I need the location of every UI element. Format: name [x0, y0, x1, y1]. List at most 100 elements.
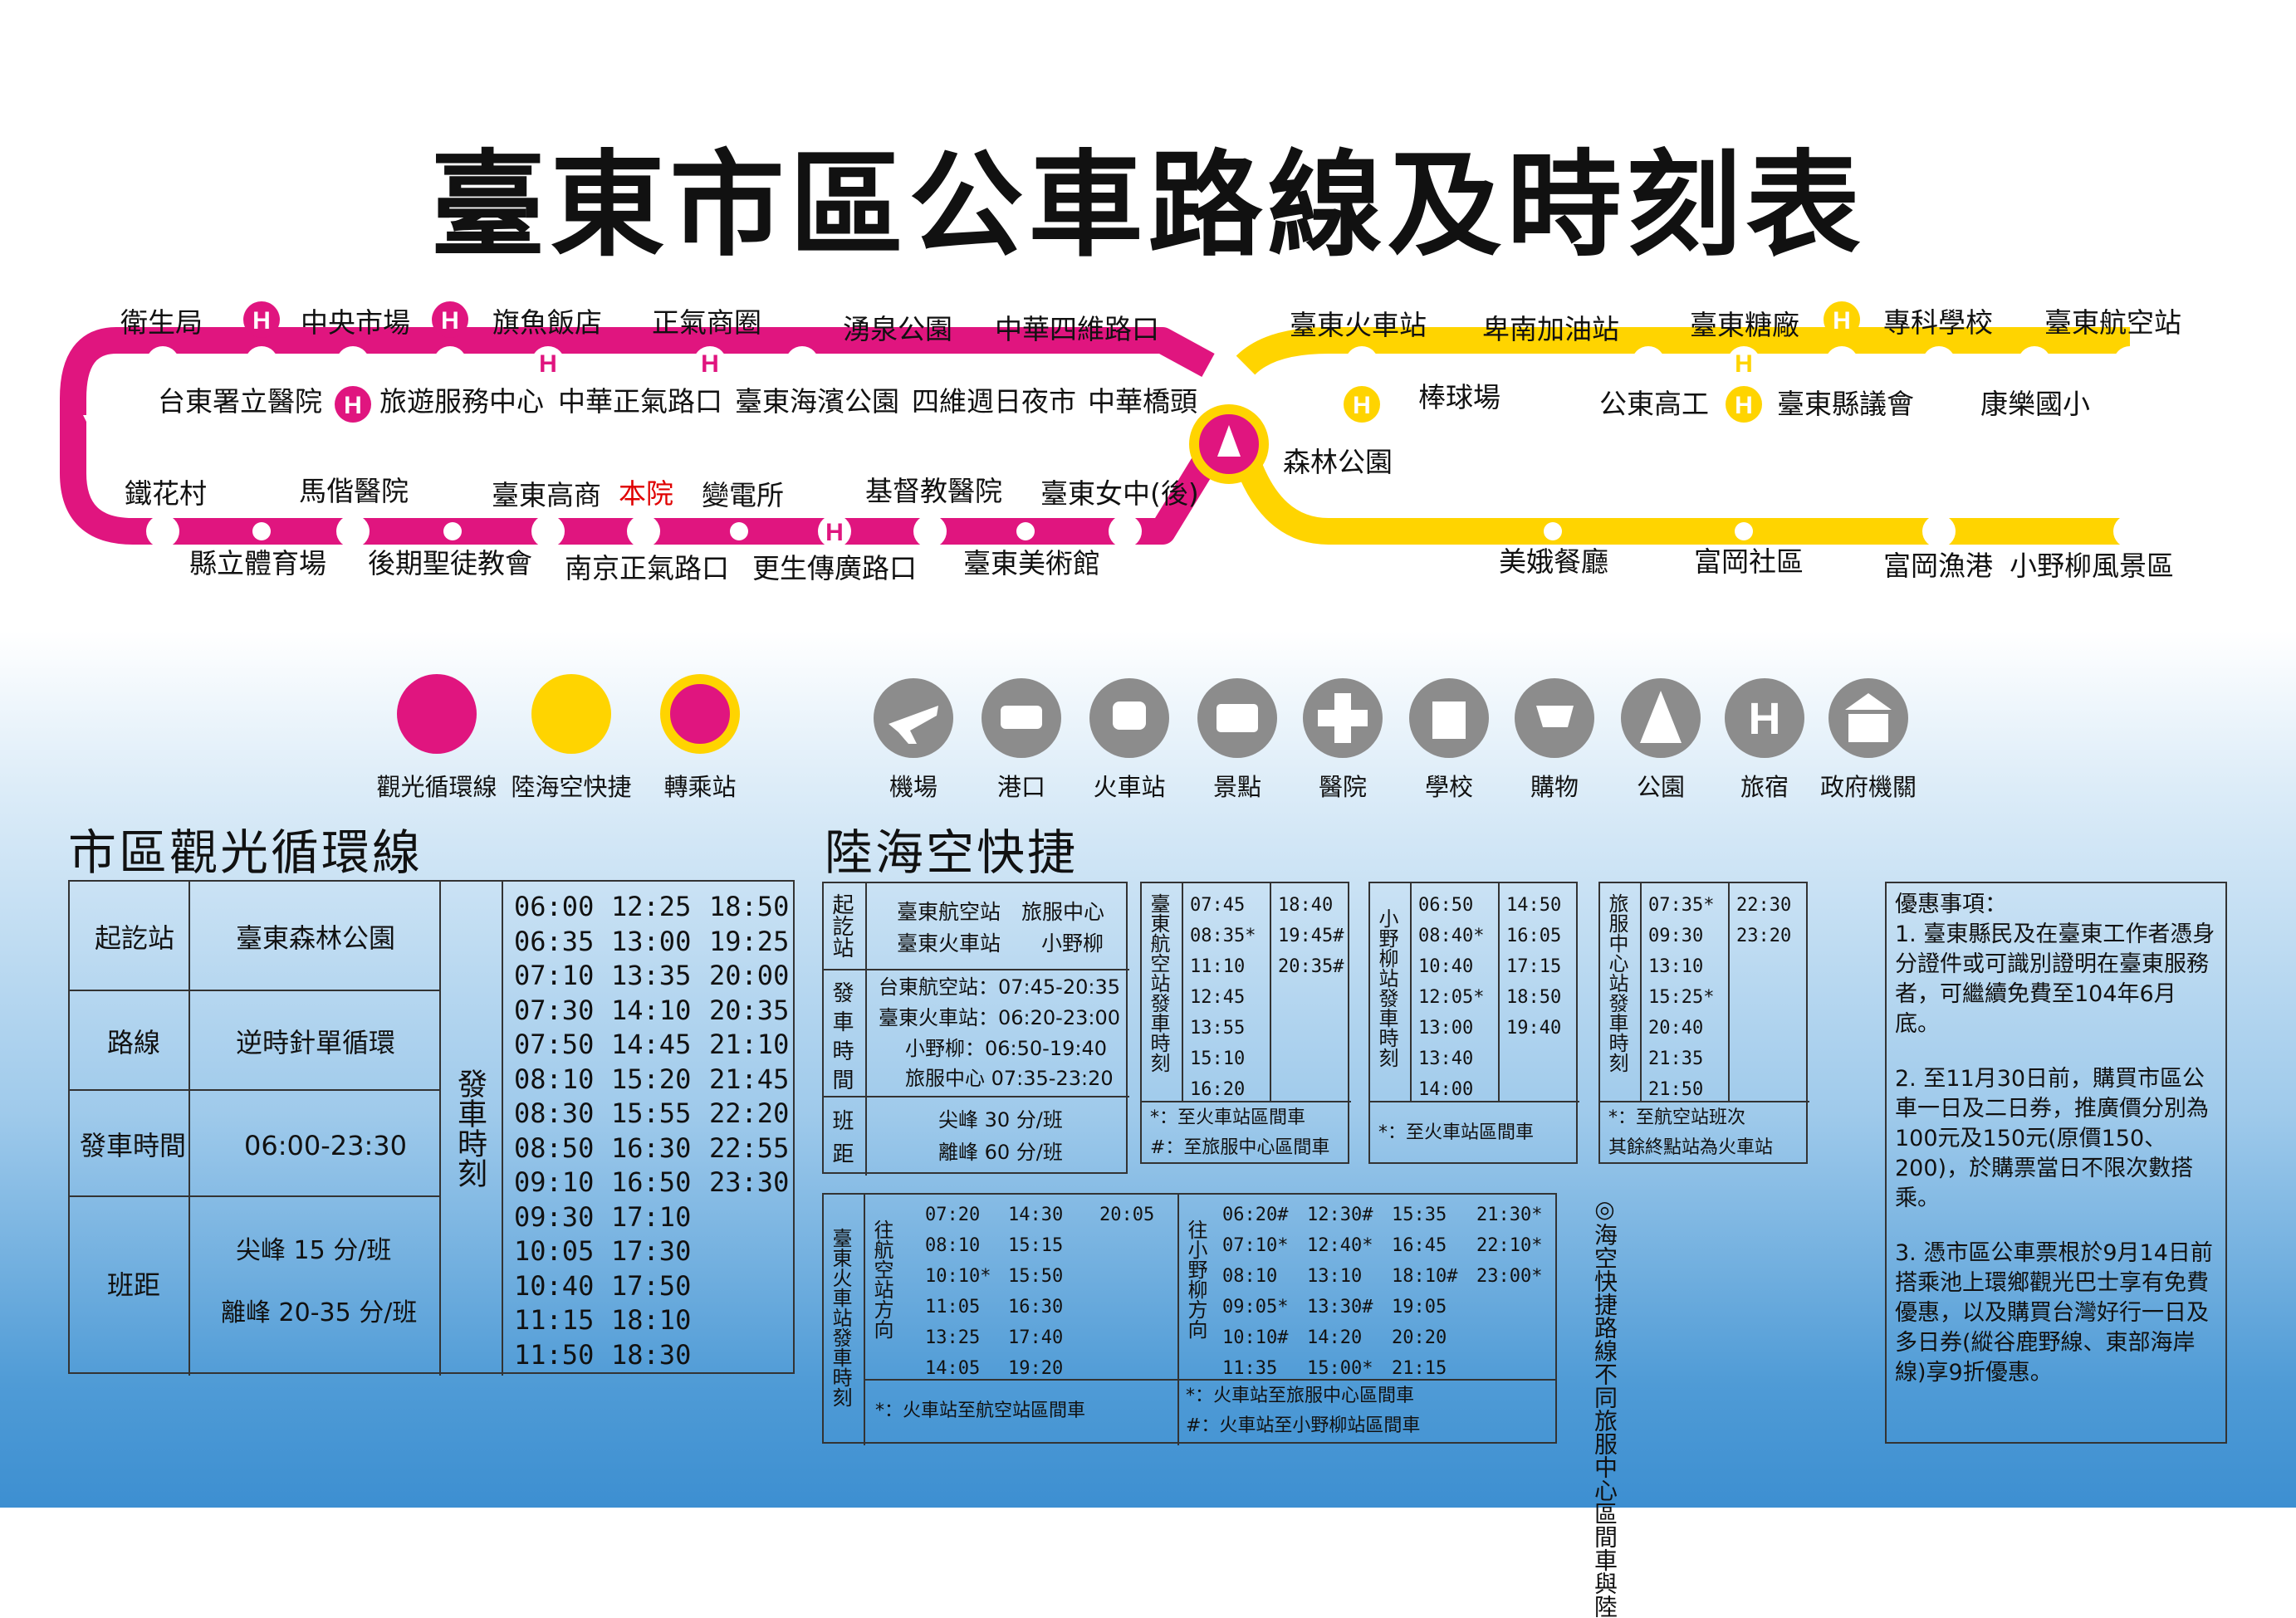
school-icon: [1922, 346, 1956, 379]
time-cell: 13:10: [1648, 956, 1704, 977]
row-value: 06:00-23:30: [244, 1130, 407, 1161]
dep-time: 臺東火車站：06:20-23:00: [879, 1006, 1120, 1029]
direction-label: 往小野柳方向: [1184, 1220, 1207, 1339]
time-cell: 09:30: [1648, 926, 1704, 946]
svg-text:H: H: [1735, 350, 1753, 378]
time-cell: 14:30: [1008, 1205, 1064, 1225]
stop-label: 美娥餐廳: [1499, 545, 1608, 578]
transfer-station-label: 森林公園: [1283, 446, 1393, 478]
time-cell: 11:05: [925, 1297, 981, 1317]
svg-text:H: H: [701, 350, 719, 378]
time-cell: 14:20: [1307, 1327, 1363, 1348]
time-cell: 21:10: [709, 1029, 790, 1060]
hotel-h-icon: [1344, 386, 1380, 423]
hotel-h-icon: [1824, 301, 1860, 338]
schedule-label: 發車時刻: [453, 1068, 487, 1188]
endpoint: 小野柳: [1041, 931, 1104, 956]
legend-label: 購物: [1530, 773, 1579, 801]
hotel-h-icon: [818, 515, 851, 548]
time-cell: 21:15: [1392, 1358, 1447, 1379]
svg-text:H: H: [1735, 392, 1753, 419]
time-cell: 17:10: [611, 1200, 692, 1233]
stop-dot: [1016, 522, 1035, 540]
shopping-cart-icon: [336, 346, 370, 379]
time-cell: 15:25*: [1648, 987, 1715, 1008]
legend-label: 機場: [889, 773, 938, 801]
time-cell: 10:40: [1418, 956, 1474, 977]
express-section-title: 陸海空快捷: [825, 824, 1079, 881]
time-cell: 10:10*: [925, 1266, 991, 1287]
legend-label: 旅宿: [1740, 773, 1789, 801]
park-trees-icon: [1217, 425, 1241, 457]
time-cell: 12:05*: [1418, 987, 1485, 1008]
hospital-cross-icon: [627, 515, 660, 548]
time-cell: 11:15: [514, 1304, 595, 1336]
stop-label: 湧泉公園: [843, 313, 952, 345]
hotel-h-icon: [531, 346, 565, 379]
time-cell: 21:30*: [1476, 1205, 1543, 1225]
row-key: 班距: [107, 1269, 161, 1301]
time-cell: 14:05: [925, 1358, 981, 1379]
endpoint: 臺東航空站: [897, 900, 1001, 924]
footnote: *：至火車站區間車: [1150, 1107, 1306, 1128]
row-value: 離峰 20-35 分/班: [221, 1298, 418, 1327]
stop-dot: [618, 354, 636, 372]
time-cell: 11:50: [514, 1338, 595, 1371]
time-cell: 11:35: [1222, 1358, 1278, 1379]
dep-label: 發車時間: [829, 981, 854, 1097]
time-cell: 20:35#: [1278, 956, 1344, 977]
stop-dot: [730, 522, 748, 540]
footnote: *：火車站至航空站區間車: [875, 1400, 1086, 1421]
school-icon: [1109, 515, 1142, 548]
time-cell: 13:00: [611, 925, 692, 957]
background-gradient: [0, 631, 2296, 1508]
column-label: 臺東航空站發車時刻: [1147, 893, 1170, 1073]
column-label: 小野柳站發車時刻: [1375, 908, 1398, 1068]
time-cell: 09:30: [514, 1200, 595, 1233]
legend-label: 醫院: [1318, 773, 1368, 801]
time-cell: 06:35: [514, 925, 595, 957]
time-cell: 22:55: [709, 1132, 790, 1164]
footnote: *：火車站至旅服中心區間車: [1186, 1386, 1415, 1406]
svg-text:H: H: [539, 350, 557, 378]
time-cell: 10:05: [514, 1235, 595, 1267]
page-title: 臺東市區公車路線及時刻表: [430, 139, 1866, 272]
time-cell: 14:45: [611, 1029, 692, 1060]
schedule-column: 21:30*22:10*23:00*: [1476, 1200, 1542, 1292]
offers-box: 優惠事項： 1. 臺東縣民及在臺東工作者憑身分證件或可識別證明在臺東服務者，可繼…: [1885, 882, 2227, 1444]
stop-label: 南京正氣路口: [565, 552, 729, 584]
svg-text:H: H: [344, 392, 362, 419]
legend-label: 公園: [1636, 773, 1686, 801]
time-cell: 23:20: [1736, 926, 1792, 946]
time-cell: 06:50: [1418, 895, 1474, 916]
legend-label: 學校: [1424, 773, 1474, 801]
stop-dot: [1448, 354, 1466, 372]
time-cell: 10:10#: [1222, 1327, 1289, 1348]
stop-label: 基督教醫院: [865, 475, 1002, 507]
park-trees-icon: [786, 346, 819, 379]
time-cell: 14:00: [1418, 1079, 1474, 1100]
stop-label: 臺東女中(後): [1040, 477, 1199, 510]
dep-time: 台東航空站：07:45-20:35: [879, 975, 1120, 999]
svg-text:H: H: [1353, 392, 1371, 419]
time-cell: 13:30#: [1307, 1297, 1373, 1317]
time-cell: 13:55: [1190, 1018, 1246, 1039]
legend-label: 港口: [996, 773, 1046, 801]
hotel-h-icon: [1726, 386, 1762, 423]
stop-dot: [443, 522, 462, 540]
time-cell: 09:10: [514, 1166, 595, 1198]
stop-dot: [1544, 522, 1562, 540]
pink-line-marker: [397, 674, 477, 754]
hotel-h-icon: [243, 301, 280, 338]
time-cell: 06:20#: [1222, 1205, 1289, 1225]
time-cell: 15:55: [611, 1097, 692, 1129]
stop-label-main-office: 本院: [619, 477, 673, 510]
stop-label: 小野柳風景區: [2010, 550, 2174, 582]
time-cell: 16:30: [1008, 1297, 1064, 1317]
